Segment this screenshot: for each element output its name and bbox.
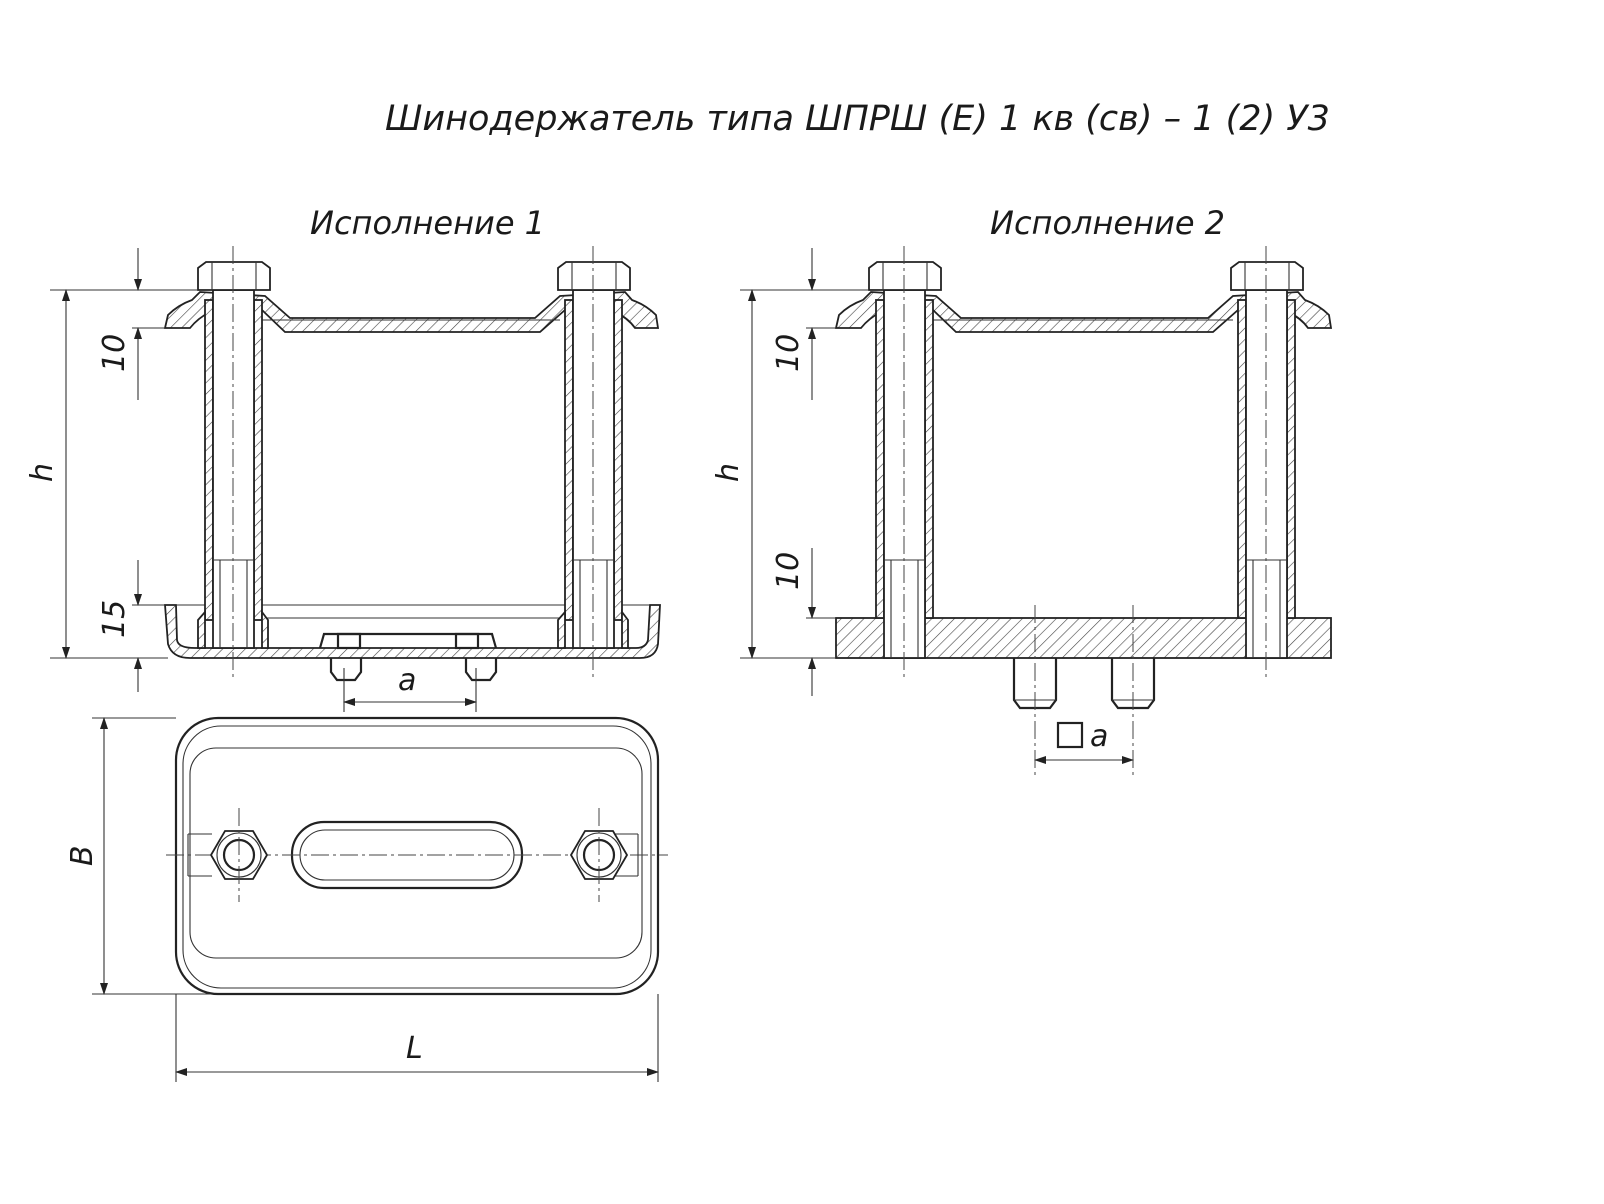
view-plan: B L <box>65 716 668 1082</box>
view-1-height-dim: h <box>25 463 60 482</box>
plan-length-dim: L <box>406 1031 423 1066</box>
view-2-bottom-offset-dim: 10 <box>771 552 806 590</box>
view-execution-1: Исполнение 1 <box>25 204 661 712</box>
square-symbol-icon <box>1056 721 1084 749</box>
view-2-spacing-dim: a <box>1090 719 1108 754</box>
view-execution-2: Исполнение 2 <box>711 204 1333 778</box>
view-1-spacing-dim: a <box>398 663 416 698</box>
view-1-top-offset-dim: 10 <box>97 334 132 372</box>
drawing-title: Шинодержатель типа ШПРШ (Е) 1 кв (св) – … <box>385 99 1330 139</box>
view-2-top-offset-dim: 10 <box>771 334 806 372</box>
view-1-bottom-offset-dim: 15 <box>97 600 132 638</box>
view-2-label: Исполнение 2 <box>990 204 1225 242</box>
view-2-height-dim: h <box>711 463 746 482</box>
plan-width-dim: B <box>65 845 100 866</box>
view-1-label: Исполнение 1 <box>310 204 545 242</box>
